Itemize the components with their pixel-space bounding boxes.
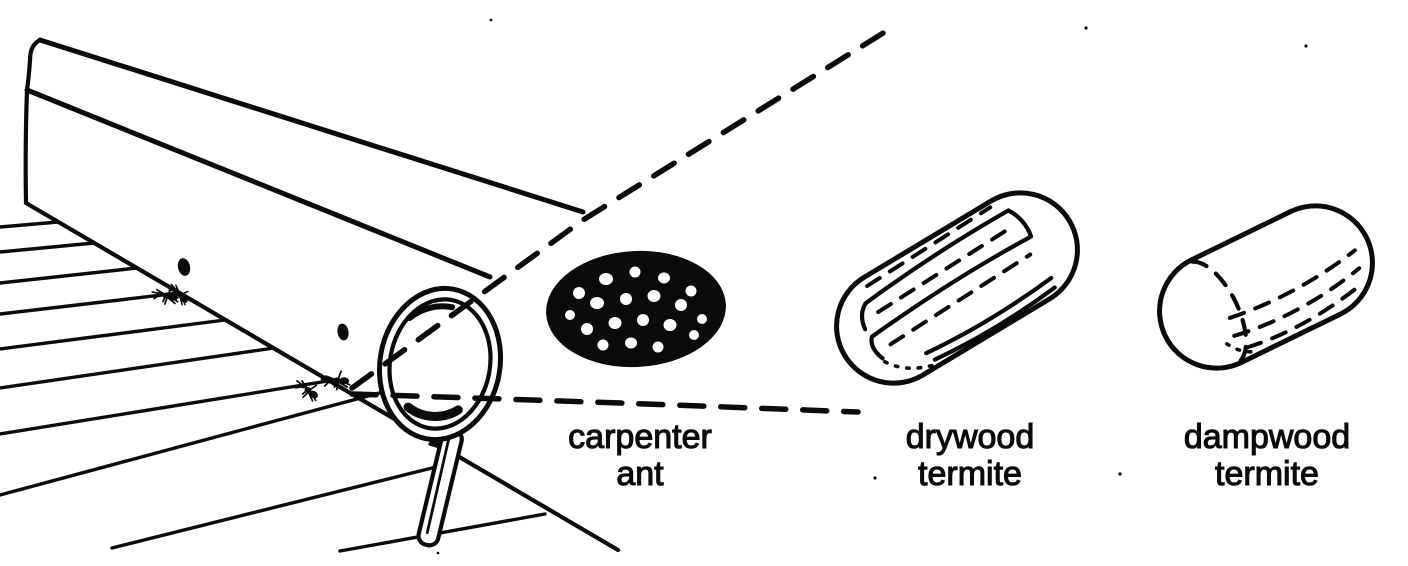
sill-cap-bottom-edge [24, 87, 493, 280]
wood-exit-hole [177, 258, 191, 276]
sill-cap-left-end [24, 37, 43, 93]
pellet-outline [1157, 203, 1375, 371]
print-specks [436, 18, 1308, 555]
pellet-ridge [869, 235, 1032, 339]
sill-left-edge [23, 87, 30, 206]
drywood-termite-label-line1: drywood [906, 418, 1035, 456]
floor-board-line [0, 220, 60, 229]
dampwood-termite-label-line1: dampwood [1184, 418, 1350, 456]
drywood-termite-label-line2: termite [918, 455, 1022, 493]
floor-board-line [0, 291, 181, 316]
floor-board-line [0, 380, 422, 497]
floor-board-line [338, 512, 547, 553]
sill-bottom-edge [23, 200, 621, 553]
floor-board-line [0, 241, 96, 254]
exit-holes [177, 258, 349, 341]
pellet-end-stipple [882, 359, 940, 370]
wood-sill [23, 37, 621, 553]
pellet-ridge [863, 208, 1011, 306]
sill-cap-top-edge [37, 37, 586, 215]
pellet-end-fold [1006, 208, 1034, 239]
carpenter-ant-label-line1: carpenter [568, 418, 712, 456]
lens-outer-rim [376, 285, 504, 443]
frass-spot-background [546, 250, 726, 368]
ant-cluster-right [292, 366, 354, 403]
floor-board-line [0, 379, 330, 436]
frass-particles [565, 266, 707, 353]
lens-glare-top [406, 303, 456, 322]
floor-board-line [110, 461, 454, 550]
floor-boards [0, 220, 547, 553]
figure-labels: carpenter ant drywood termite dampwood t… [568, 417, 1351, 493]
zoom-indicator-lines [349, 27, 891, 415]
floor-board-line [0, 266, 139, 285]
dampwood-termite-pellet [1157, 203, 1375, 371]
pellet-end-stipple [1225, 342, 1262, 354]
lens-shade-bottom [403, 402, 463, 421]
pellet-surface-dashes [1227, 248, 1362, 350]
floor-board-line [0, 346, 276, 390]
pellet-bottom-rim [924, 275, 1054, 356]
pellet-surface-dashes [865, 205, 1033, 347]
pellet-outline [834, 190, 1080, 386]
zoom-line-upper [349, 27, 891, 391]
carpenter-ant-frass-spot [546, 250, 726, 368]
dampwood-termite-label-line2: termite [1215, 455, 1319, 493]
zoom-line-lower [349, 391, 861, 415]
pellet-ridge-end [869, 334, 885, 361]
drywood-termite-pellet [834, 190, 1080, 386]
magnifier-handle-detail [425, 437, 451, 535]
pellet-bottom-rim [932, 285, 1057, 362]
wood-exit-hole [337, 323, 349, 341]
pellet-ridge-end [859, 301, 868, 332]
carpenter-ant-label-line2: ant [616, 455, 664, 493]
magnifying-glass-icon [376, 285, 504, 443]
lens-inner-rim [387, 297, 493, 431]
floor-board-line [0, 318, 227, 351]
